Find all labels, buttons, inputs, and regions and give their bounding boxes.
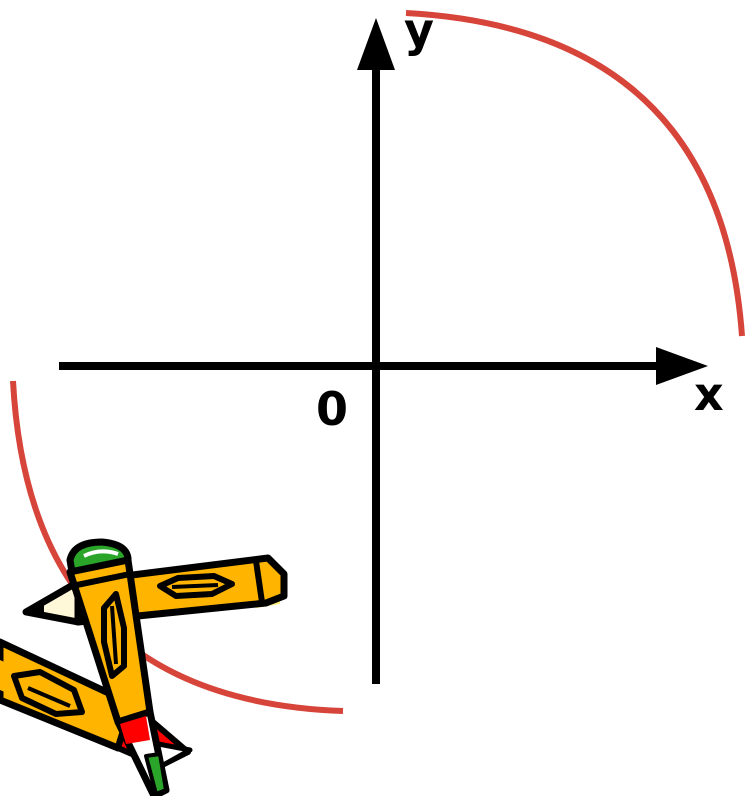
x-axis: [59, 347, 708, 385]
y-axis-label: y: [404, 3, 434, 57]
x-axis-label: x: [694, 367, 724, 421]
pencil-vertical: [66, 538, 170, 796]
origin-label: 0: [316, 382, 348, 436]
y-axis: [357, 18, 395, 684]
x-axis-arrowhead: [656, 347, 708, 385]
pencils-clipart: [0, 538, 288, 796]
y-axis-arrowhead: [357, 18, 395, 70]
lower-left-arc: [10, 380, 344, 714]
upper-right-arc: [405, 10, 745, 337]
